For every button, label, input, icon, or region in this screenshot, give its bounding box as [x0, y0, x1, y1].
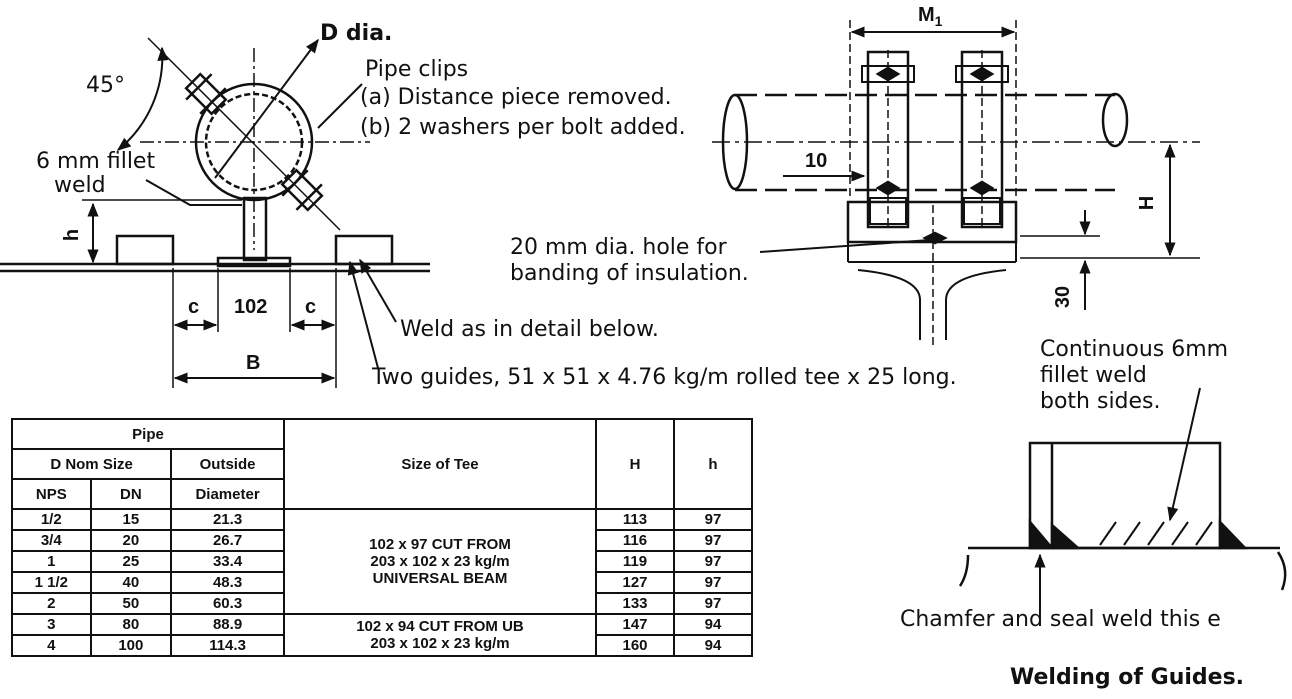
hole-note-2: banding of insulation. — [510, 261, 749, 286]
header-H: H — [595, 418, 675, 510]
cell-nps: 4 — [11, 634, 92, 657]
tee-group-2-line: 203 x 102 x 23 kg/m — [370, 635, 510, 652]
cell-h: 97 — [673, 571, 753, 594]
cell-dn: 100 — [89, 634, 173, 657]
pipe-clips-label: Pipe clips — [365, 57, 469, 82]
cell-h: 97 — [673, 529, 753, 552]
welding-of-guides-title: Welding of Guides. — [1010, 665, 1245, 690]
cell-dn: 50 — [89, 592, 173, 615]
H-dim-label: H — [1136, 195, 1159, 211]
tee-group-1-line: UNIVERSAL BEAM — [372, 570, 508, 587]
cell-od: 21.3 — [170, 508, 285, 531]
fillet-label: 6 mm fillet — [36, 149, 156, 174]
header-size-of-tee: Size of Tee — [283, 418, 597, 510]
cell-H: 119 — [595, 550, 675, 573]
dimension-table: Pipe Size of Tee H h D Nom Size Outside … — [10, 418, 753, 657]
chamfer-note: Chamfer and seal weld this e — [900, 607, 1221, 632]
table-row: 1 25 33.4 119 97 — [11, 550, 753, 573]
header-pipe: Pipe — [11, 418, 285, 450]
cell-nps: 1 — [11, 550, 92, 573]
cell-nps: 3/4 — [11, 529, 92, 552]
dim-102-label: 102 — [234, 296, 268, 318]
cell-H: 113 — [595, 508, 675, 531]
cell-od: 33.4 — [170, 550, 285, 573]
cell-H: 147 — [595, 613, 675, 636]
cell-dn: 15 — [89, 508, 173, 531]
m1-dim-label: M1 — [918, 4, 943, 29]
continuous-weld-note-1: Continuous 6mm — [1040, 337, 1229, 362]
c-left-label: c — [188, 296, 200, 318]
cell-dn: 80 — [89, 613, 173, 636]
c-right-label: c — [305, 296, 317, 318]
cell-h: 94 — [673, 613, 753, 636]
table-row: 2 50 60.3 133 97 — [11, 592, 753, 615]
hole-note-1: 20 mm dia. hole for — [510, 235, 727, 260]
cell-dn: 25 — [89, 550, 173, 573]
cell-h: 97 — [673, 508, 753, 531]
cell-h: 97 — [673, 550, 753, 573]
continuous-weld-note-2: fillet weld — [1040, 363, 1147, 388]
two-guides-note: Two guides, 51 x 51 x 4.76 kg/m rolled t… — [372, 365, 957, 390]
cell-dn: 20 — [89, 529, 173, 552]
weld-detail — [958, 387, 1287, 610]
dim-10-label: 10 — [805, 150, 828, 172]
cell-od: 114.3 — [170, 634, 285, 657]
cell-od: 26.7 — [170, 529, 285, 552]
dim-30-label: 30 — [1052, 285, 1075, 309]
table-row: 1/2 15 21.3 102 x 97 CUT FROM 203 x 102 … — [11, 508, 753, 615]
tee-group-1-line: 203 x 102 x 23 kg/m — [370, 553, 510, 570]
cell-od: 60.3 — [170, 592, 285, 615]
header-diameter: Diameter — [170, 478, 285, 510]
cell-tee-group-2: 102 x 94 CUT FROM UB 203 x 102 x 23 kg/m — [283, 613, 597, 657]
table-row: 3/4 20 26.7 116 97 — [11, 529, 753, 552]
header-nps: NPS — [11, 478, 92, 510]
cell-h: 94 — [673, 634, 753, 657]
cell-nps: 1 1/2 — [11, 571, 92, 594]
header-dn: DN — [89, 478, 173, 510]
right-elevation — [712, 20, 1200, 345]
table-row: 1 1/2 40 48.3 127 97 — [11, 571, 753, 594]
cell-od: 88.9 — [170, 613, 285, 636]
cell-H: 127 — [595, 571, 675, 594]
angle-label: 45° — [86, 73, 125, 98]
left-elevation — [0, 37, 430, 388]
cell-tee-group-1: 102 x 97 CUT FROM 203 x 102 x 23 kg/m UN… — [283, 508, 597, 615]
weld-detail-note: Weld as in detail below. — [400, 317, 659, 342]
cell-nps: 3 — [11, 613, 92, 636]
cell-h: 97 — [673, 592, 753, 615]
cell-dn: 40 — [89, 571, 173, 594]
tee-group-1-line: 102 x 97 CUT FROM — [369, 536, 511, 553]
cell-od: 48.3 — [170, 571, 285, 594]
header-h: h — [673, 418, 753, 510]
weld-label: weld — [54, 173, 106, 198]
header-d-nom-size: D Nom Size — [10, 448, 173, 480]
header-outside: Outside — [170, 448, 285, 480]
cell-H: 160 — [595, 634, 675, 657]
continuous-weld-note-3: both sides. — [1040, 389, 1161, 414]
cell-nps: 1/2 — [11, 508, 92, 531]
cell-H: 116 — [595, 529, 675, 552]
b-dim-label: B — [246, 352, 261, 374]
h-dim-label: h — [61, 228, 84, 242]
cell-nps: 2 — [11, 592, 92, 615]
clip-note-a: (a) Distance piece removed. — [360, 85, 672, 110]
clip-note-b: (b) 2 washers per bolt added. — [360, 115, 686, 140]
table-row: 4 100 114.3 160 94 — [11, 634, 753, 657]
d-dia-label: D dia. — [320, 21, 393, 46]
cell-H: 133 — [595, 592, 675, 615]
table-row: 3 80 88.9 102 x 94 CUT FROM UB 203 x 102… — [11, 613, 753, 657]
tee-group-2-line: 102 x 94 CUT FROM UB — [356, 618, 524, 635]
